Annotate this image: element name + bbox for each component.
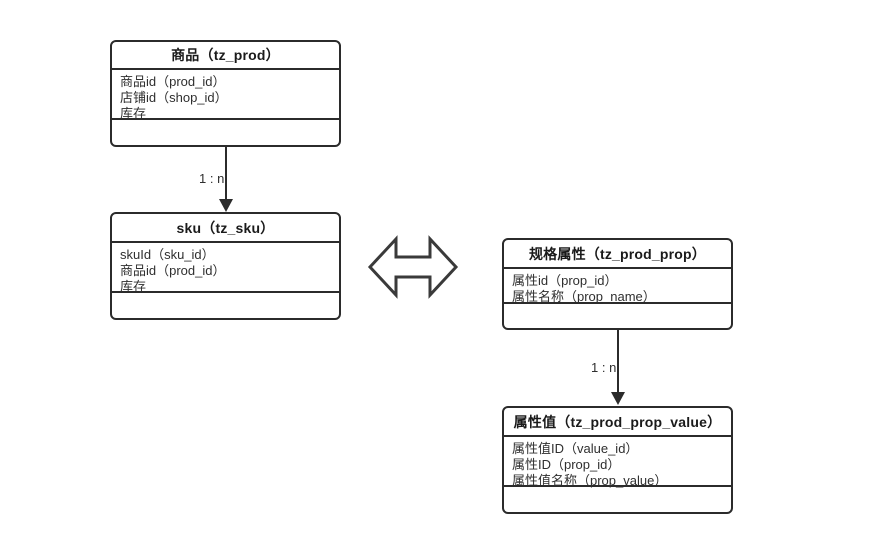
entity-title-tz-sku: sku（tz_sku） [112, 214, 339, 243]
entity-footer-tz-sku [112, 293, 339, 318]
field-row: 商品id（prod_id） [120, 263, 226, 278]
field-row: 商品id（prod_id） [120, 74, 226, 89]
entity-title-tz-prod: 商品（tz_prod） [112, 42, 339, 70]
field-row: 库存 [120, 279, 147, 294]
field-row: 属性名称（prop_name） [512, 289, 656, 304]
entity-fields-tz-sku: skuId（sku_id） 商品id（prod_id） 库存 [112, 243, 339, 294]
connector-line [617, 330, 619, 392]
relationship-label: 1 : n [591, 360, 617, 375]
entity-tz-prod-prop[interactable]: 规格属性（tz_prod_prop） 属性id（prop_id） 属性名称（pr… [502, 238, 733, 330]
arrowhead-icon [219, 199, 233, 212]
field-row: 库存 [120, 106, 147, 121]
entity-tz-prod-prop-value[interactable]: 属性值（tz_prod_prop_value） 属性值ID（value_id） … [502, 406, 733, 514]
entity-fields-tz-prod: 商品id（prod_id） 店铺id（shop_id） 库存 [112, 70, 339, 121]
connector-line [225, 147, 227, 199]
entity-footer-tz-prod-prop-value [504, 487, 731, 512]
field-row: 属性值名称（prop_value） [512, 473, 668, 488]
entity-title-tz-prod-prop-value: 属性值（tz_prod_prop_value） [504, 408, 731, 437]
relationship-prod-to-sku: 1 : n [199, 147, 233, 212]
field-row: 属性id（prop_id） [512, 273, 618, 288]
entity-tz-prod[interactable]: 商品（tz_prod） 商品id（prod_id） 店铺id（shop_id） … [110, 40, 341, 147]
field-row: skuId（sku_id） [120, 247, 215, 262]
arrowhead-icon [611, 392, 625, 405]
field-row: 属性值ID（value_id） [512, 441, 639, 456]
entity-footer-tz-prod-prop [504, 304, 731, 328]
entity-fields-tz-prod-prop: 属性id（prop_id） 属性名称（prop_name） [504, 269, 731, 304]
entity-title-tz-prod-prop: 规格属性（tz_prod_prop） [504, 240, 731, 269]
entity-fields-tz-prod-prop-value: 属性值ID（value_id） 属性ID（prop_id） 属性值名称（prop… [504, 437, 731, 488]
entity-tz-sku[interactable]: sku（tz_sku） skuId（sku_id） 商品id（prod_id） … [110, 212, 341, 320]
field-row: 属性ID（prop_id） [512, 457, 621, 472]
double-headed-arrow-icon [366, 235, 460, 299]
relationship-label: 1 : n [199, 171, 225, 186]
entity-footer-tz-prod [112, 120, 339, 145]
field-row: 店铺id（shop_id） [120, 90, 228, 105]
relationship-prop-to-prop-value: 1 : n [591, 330, 625, 406]
